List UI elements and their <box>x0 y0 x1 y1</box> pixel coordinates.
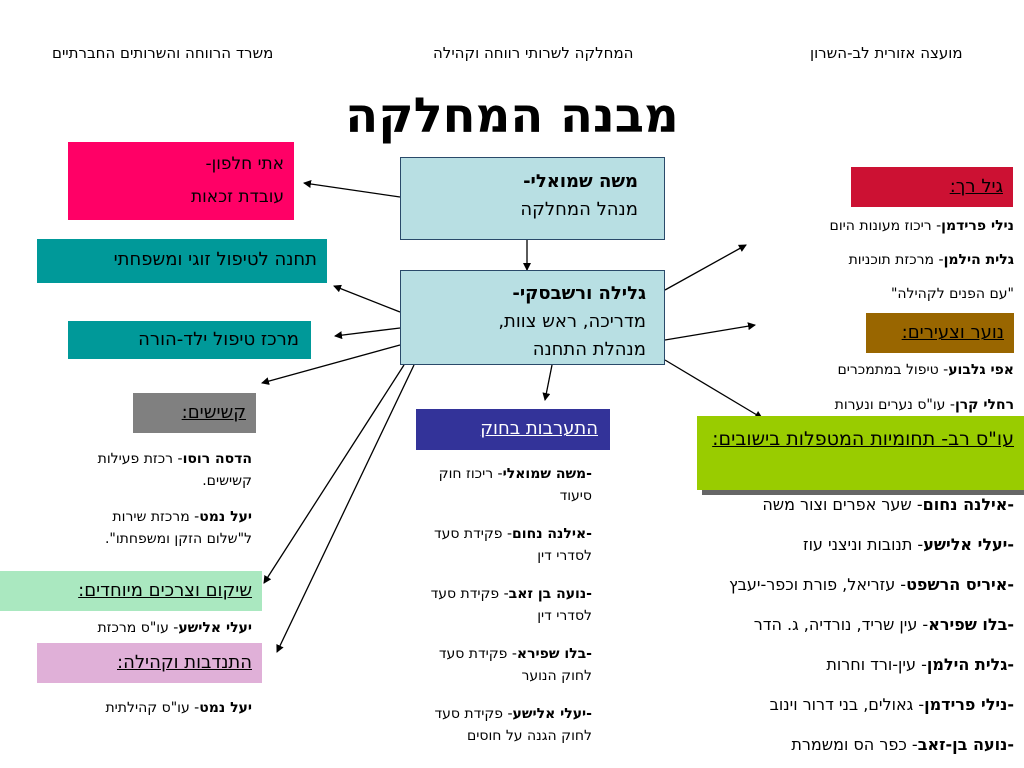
list-item: רחלי קרן- עו"ס נערים ונערות <box>834 397 1014 413</box>
department-head-box: משה שמואלי- מנהל המחלקה <box>400 157 665 240</box>
list-item: -בלו שפירא- פקידת סעד <box>438 646 592 662</box>
arrow-sup-to-law <box>542 364 553 401</box>
parent-child-box: מרכז טיפול ילד-הורה <box>68 321 311 359</box>
page-title: מבנה המחלקה <box>345 88 679 144</box>
law-list: -משה שמואלי- ריכוז חוק סיעוד -אילנה נחום… <box>380 463 592 747</box>
youth-title: נוער וצעירים: <box>901 322 1004 343</box>
list-item: -יעלי אלישע- תנובות וניצני עוז <box>803 535 1014 554</box>
list-item: -נילי פרידמן- גאולים, בני דרור וינוב <box>769 695 1014 714</box>
rights-worker-box: אתי חלפון- עובדת זכאות <box>68 142 294 220</box>
list-item: -אילנה נחום- פקידת סעד <box>433 526 592 542</box>
elderly-title: קשישים: <box>181 402 246 423</box>
law-title-box: התערבות בחוק <box>416 409 610 450</box>
rehab-title-box: שיקום וצרכים מיוחדים: <box>0 571 262 611</box>
supervisor-name: גלילה ורשבסקי- <box>512 283 646 304</box>
arrow-sup-to-parentchild <box>334 327 401 340</box>
header-council: מועצה אזורית לב-השרון <box>810 44 963 62</box>
arrow-sup-to-family <box>333 284 401 313</box>
early-childhood-list: נילי פרידמן- ריכוז מעונות היום גלית הילמ… <box>760 213 1014 307</box>
rights-worker-name: אתי חלפון- <box>205 154 284 174</box>
arrow-sup-to-youth <box>664 322 756 341</box>
list-item: -יעלי אלישע- פקידת סעד <box>434 706 592 722</box>
supervisor-box: גלילה ורשבסקי- מדריכה, ראש צוות, מנהלת ה… <box>400 270 665 365</box>
law-title: התערבות בחוק <box>480 418 598 439</box>
elderly-list: הדסה רוסו- רכזת פעילות קשישים. יעל נמט- … <box>30 448 252 550</box>
list-item: -גלית הילמן- עין-ורד וחרות <box>826 655 1014 674</box>
youth-list: אפי גלבוע- טיפול במתמכרים רחלי קרן- עו"ס… <box>760 357 1014 418</box>
multi-discipline-list: -אילנה נחום- שער אפרים וצור משה -יעלי אל… <box>630 492 1014 758</box>
list-item-cont: "עם הפנים לקהילה" <box>890 286 1014 302</box>
volunteer-list: יעל נמט- עו"ס קהילתית <box>30 697 252 719</box>
elderly-item-name: הדסה רוסו <box>182 451 252 467</box>
list-item: -בלו שפירא- עין שריד, נורדיה, ג. הדר <box>753 615 1014 634</box>
supervisor-role-1: מדריכה, ראש צוות, <box>498 311 646 332</box>
list-item-cont: סיעוד <box>559 488 592 504</box>
header-department: המחלקה לשרותי רווחה וקהילה <box>433 44 634 62</box>
early-childhood-title: גיל רך: <box>949 176 1003 197</box>
list-item: יעל נמט- מרכזת שירות <box>112 509 252 525</box>
arrow-sup-to-early <box>664 244 747 291</box>
list-item: יעלי אלישע- עו"ס מרכזת <box>97 620 252 636</box>
family-station-box: תחנה לטיפול זוגי ומשפחתי <box>37 239 327 283</box>
rehab-title: שיקום וצרכים מיוחדים: <box>78 580 252 601</box>
list-item-cont: קשישים. <box>202 473 252 489</box>
department-head-role: מנהל המחלקה <box>520 199 638 220</box>
list-item: יעל נמט- עו"ס קהילתית <box>105 700 252 716</box>
list-item-cont: לחוק הגנה על חוסים <box>466 728 592 744</box>
list-item-cont: ל"שלום הזקן ומשפחתו". <box>104 531 252 547</box>
list-item: גלית הילמן- מרכזת תוכניות <box>848 252 1014 268</box>
arrow-head-to-rights <box>303 180 401 198</box>
elderly-title-box: קשישים: <box>133 393 256 433</box>
volunteer-title-box: התנדבות וקהילה: <box>37 643 262 683</box>
list-item: -אילנה נחום- שער אפרים וצור משה <box>762 495 1014 514</box>
header-ministry: משרד הרווחה והשרותים החברתיים <box>52 44 274 62</box>
early-childhood-title-box: גיל רך: <box>851 167 1013 207</box>
multi-discipline-title: עו"ס רב- תחומיות המטפלות בישובים: <box>712 428 1014 450</box>
arrow-sup-to-multi <box>664 359 763 419</box>
list-item: נילי פרידמן- ריכוז מעונות היום <box>829 218 1014 234</box>
list-item: -נועה בן זאב- פקידת סעד <box>430 586 592 602</box>
list-item: -נועה בן-זאב- כפר הס ומשמרת <box>791 735 1014 754</box>
list-item: -איריס הרשפט- עזריאל, פורת וכפר-יעבץ <box>729 575 1014 594</box>
youth-title-box: נוער וצעירים: <box>866 313 1014 353</box>
supervisor-role-2: מנהלת התחנה <box>532 339 646 360</box>
department-head-name: משה שמואלי- <box>523 171 638 192</box>
family-station-label: תחנה לטיפול זוגי ומשפחתי <box>113 249 317 270</box>
volunteer-title: התנדבות וקהילה: <box>117 652 252 673</box>
volunteer-name: יעל נמט <box>199 700 252 716</box>
rights-worker-role: עובדת זכאות <box>190 187 284 207</box>
list-item: אפי גלבוע- טיפול במתמכרים <box>837 362 1014 378</box>
list-item: הדסה רוסו- רכזת פעילות <box>97 451 252 467</box>
elderly-item-name: יעל נמט <box>199 509 252 525</box>
list-item-cont: לסדרי דין <box>537 608 592 624</box>
multi-discipline-title-box: עו"ס רב- תחומיות המטפלות בישובים: <box>697 416 1024 490</box>
list-item-cont: לסדרי דין <box>537 548 592 564</box>
rehab-name: יעלי אלישע <box>178 620 252 636</box>
parent-child-label: מרכז טיפול ילד-הורה <box>138 329 299 350</box>
rehab-list: יעלי אלישע- עו"ס מרכזת <box>30 617 252 639</box>
list-item: -משה שמואלי- ריכוז חוק <box>438 466 592 482</box>
list-item-cont: לחוק הנוער <box>521 668 592 684</box>
